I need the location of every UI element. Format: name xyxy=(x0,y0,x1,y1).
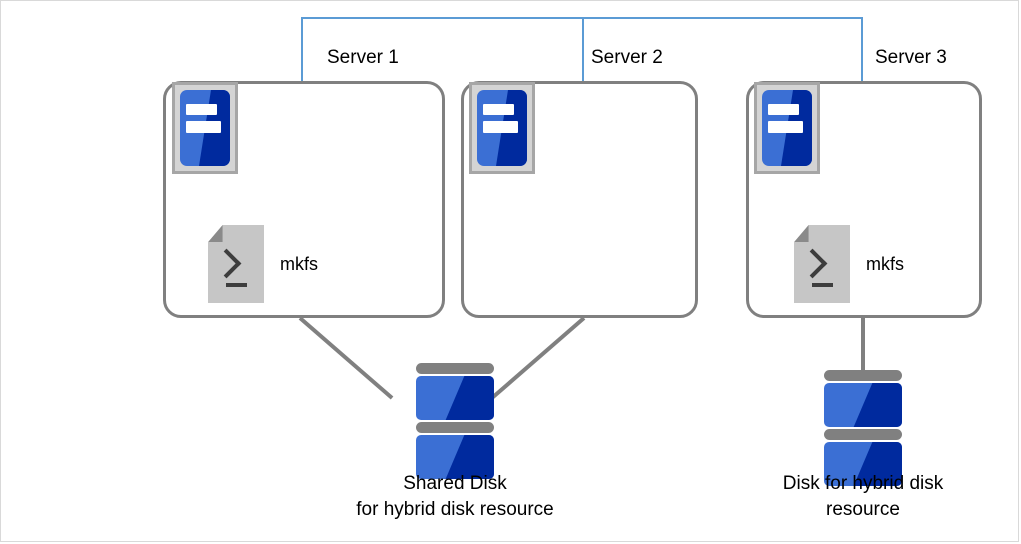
prompt-underscore-icon xyxy=(811,282,834,287)
connector-server3-to-disk xyxy=(861,316,865,374)
cluster-bracket-leg-server1 xyxy=(301,17,303,82)
page-fold-corner xyxy=(208,225,223,243)
server-icon-bar-bottom xyxy=(768,121,803,133)
server-box-2[interactable] xyxy=(461,81,698,318)
cluster-bracket-leg-server2 xyxy=(582,17,584,82)
server-machine-icon-2 xyxy=(469,82,535,174)
server-box-1[interactable] xyxy=(163,81,445,318)
server-label-2: Server 2 xyxy=(591,47,663,68)
server-icon-bar-bottom xyxy=(186,121,221,133)
server-icon-bar-top xyxy=(768,103,799,116)
prompt-chevron-icon xyxy=(211,248,242,279)
server-icon-bar-bottom xyxy=(483,121,518,133)
server-machine-icon-3 xyxy=(754,82,820,174)
server-icon-body xyxy=(477,90,527,166)
page-fold-corner xyxy=(794,225,809,243)
prompt-underscore-icon xyxy=(225,282,248,287)
server-icon-bar-top xyxy=(483,103,514,116)
disk-platter-bottom xyxy=(824,442,902,486)
hybrid-disk-icon[interactable] xyxy=(824,370,902,488)
cluster-bracket-leg-server3 xyxy=(861,17,863,82)
mkfs-label-3: mkfs xyxy=(866,253,904,274)
disk-cap-top xyxy=(416,363,494,374)
disk-cap-middle xyxy=(824,429,902,440)
mkfs-script-icon-1 xyxy=(208,225,264,303)
shared-disk-caption: Shared Disk for hybrid disk resource xyxy=(356,473,554,520)
disk-cap-top xyxy=(824,370,902,381)
disk-platter-top xyxy=(824,383,902,427)
disk-platter-bottom xyxy=(416,435,494,479)
server-machine-icon-1 xyxy=(172,82,238,174)
disk-cap-middle xyxy=(416,422,494,433)
disk-platter-top xyxy=(416,376,494,420)
mkfs-item-1: mkfs xyxy=(208,225,318,303)
hybrid-disk-caption: Disk for hybrid disk resource xyxy=(782,473,944,520)
mkfs-script-icon-3 xyxy=(794,225,850,303)
server-label-3: Server 3 xyxy=(875,47,947,68)
disk-platter-shade xyxy=(853,383,902,427)
disk-platter-shade xyxy=(445,376,494,420)
server-icon-body xyxy=(180,90,230,166)
mkfs-label-1: mkfs xyxy=(280,253,318,274)
prompt-chevron-icon xyxy=(797,248,828,279)
server-icon-bar-top xyxy=(186,103,217,116)
shared-disk-icon[interactable] xyxy=(416,363,494,481)
server-icon-body xyxy=(762,90,812,166)
server-label-1: Server 1 xyxy=(327,47,399,68)
mkfs-item-3: mkfs xyxy=(794,225,904,303)
